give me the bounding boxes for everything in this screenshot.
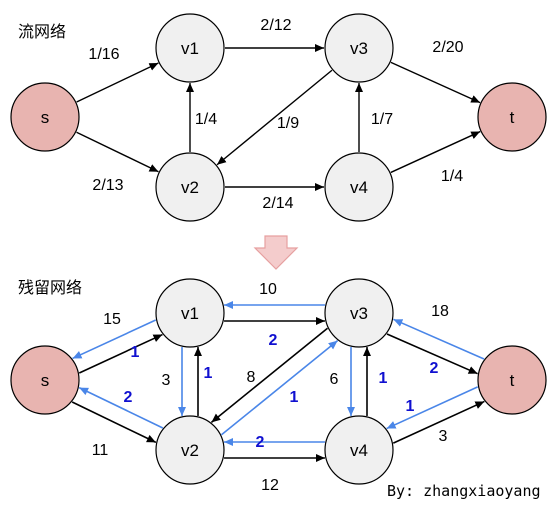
residual-edge-label-v3-v1: 2 bbox=[269, 332, 278, 349]
flow-node-s: s bbox=[10, 82, 80, 152]
flow-node-circle-v2 bbox=[155, 152, 225, 222]
residual-node-circle-v1 bbox=[155, 278, 225, 348]
residual-edge-label-s-v2: 11 bbox=[92, 442, 109, 459]
residual-edge-v4-t bbox=[392, 400, 485, 444]
flow-node-circle-t bbox=[477, 82, 547, 152]
residual-edge-v2-s bbox=[78, 386, 164, 429]
flow-node-circle-s bbox=[10, 82, 80, 152]
flow-node-v2: v2 bbox=[155, 152, 225, 222]
flow-node-t: t bbox=[477, 82, 547, 152]
author-credit: By: zhangxiaoyang bbox=[387, 482, 541, 500]
residual-network-nodes: s v1 v2 v3 v4 t bbox=[10, 278, 547, 485]
flow-node-label-t: t bbox=[510, 108, 515, 127]
residual-network-title: 残留网络 bbox=[18, 278, 82, 297]
residual-edge-label-v2-s: 2 bbox=[124, 389, 133, 406]
residual-node-circle-t bbox=[477, 345, 547, 415]
residual-edge-label-v1-v3: 10 bbox=[259, 281, 277, 298]
flow-edge-label-v2-v1: 1/4 bbox=[195, 111, 217, 128]
residual-edge-v2-v3 bbox=[220, 340, 339, 436]
flow-node-v4: v4 bbox=[324, 152, 394, 222]
residual-edge-label-v4-v3: 6 bbox=[330, 371, 339, 388]
flow-edge-label-v1-v3: 2/12 bbox=[260, 17, 291, 34]
residual-node-circle-v4 bbox=[324, 415, 394, 485]
residual-edge-label-t-v3: 2 bbox=[430, 360, 439, 377]
residual-edge-label-v4-t: 3 bbox=[439, 428, 448, 445]
residual-node-label-v2: v2 bbox=[181, 441, 199, 460]
residual-node-circle-s bbox=[10, 345, 80, 415]
flow-edge-label-v3-t: 2/20 bbox=[432, 39, 463, 56]
residual-edge-label-v1-v2: 1 bbox=[204, 365, 213, 382]
down-arrow-icon bbox=[253, 235, 299, 270]
residual-edge-label-v2-v1: 3 bbox=[162, 372, 171, 389]
residual-edge-t-v3 bbox=[393, 318, 485, 360]
residual-edge-label-t-v4: 1 bbox=[406, 398, 415, 415]
flow-node-label-v3: v3 bbox=[350, 39, 368, 58]
residual-edge-label-v3-v4: 1 bbox=[379, 370, 388, 387]
flow-edge-label-v2-v4: 2/14 bbox=[262, 195, 293, 212]
flow-node-label-v1: v1 bbox=[181, 39, 199, 58]
residual-edge-label-s-v1: 15 bbox=[103, 311, 121, 328]
residual-edge-v1-s bbox=[72, 319, 157, 360]
flow-edge-s-v1 bbox=[76, 62, 159, 103]
residual-node-label-s: s bbox=[41, 371, 50, 390]
flow-edge-label-v3-v2: 1/9 bbox=[277, 115, 299, 132]
flow-edge-label-s-v2: 2/13 bbox=[92, 177, 123, 194]
residual-node-label-v1: v1 bbox=[181, 304, 199, 323]
residual-edge-label-v3-t: 18 bbox=[431, 303, 449, 320]
residual-edge-s-v1 bbox=[78, 333, 163, 374]
residual-node-label-t: t bbox=[510, 371, 515, 390]
residual-edge-label-v1-s: 1 bbox=[131, 344, 140, 361]
residual-edge-t-v4 bbox=[386, 386, 479, 430]
flow-edge-label-v4-t: 1/4 bbox=[441, 168, 463, 185]
residual-edge-label-v2-v4: 12 bbox=[261, 477, 279, 494]
flow-network-edges: 1/16 2/13 2/12 1/4 1/9 2/14 1/7 2/20 1/4 bbox=[76, 17, 481, 212]
flow-node-label-v4: v4 bbox=[350, 178, 368, 197]
flow-edge-v3-t bbox=[390, 61, 481, 104]
residual-node-circle-v2 bbox=[155, 415, 225, 485]
flow-node-circle-v1 bbox=[155, 13, 225, 83]
residual-edge-s-v2 bbox=[71, 401, 157, 444]
flow-edge-label-v4-v3: 1/7 bbox=[371, 111, 393, 128]
flow-network-nodes: s v1 v2 v3 v4 t bbox=[10, 13, 547, 222]
flow-edge-v3-v2 bbox=[216, 69, 333, 166]
residual-node-v1: v1 bbox=[155, 278, 225, 348]
residual-node-v4: v4 bbox=[324, 415, 394, 485]
residual-edge-label-v2-v3: 1 bbox=[290, 389, 299, 406]
flow-node-circle-v4 bbox=[324, 152, 394, 222]
flow-edge-s-v2 bbox=[76, 131, 159, 173]
residual-node-v2: v2 bbox=[155, 415, 225, 485]
flow-node-label-s: s bbox=[41, 108, 50, 127]
residual-edge-label-v4-v2: 2 bbox=[256, 434, 265, 451]
residual-edge-v3-v2 bbox=[210, 327, 329, 423]
residual-edge-v3-t bbox=[386, 333, 478, 375]
residual-node-v3: v3 bbox=[324, 278, 394, 348]
flow-edge-label-s-v1: 1/16 bbox=[88, 46, 119, 63]
flow-node-v3: v3 bbox=[324, 13, 394, 83]
residual-node-s: s bbox=[10, 345, 80, 415]
flow-node-circle-v3 bbox=[324, 13, 394, 83]
residual-node-label-v3: v3 bbox=[350, 304, 368, 323]
residual-node-label-v4: v4 bbox=[350, 441, 368, 460]
residual-node-circle-v3 bbox=[324, 278, 394, 348]
residual-edge-label-v3-v2: 8 bbox=[247, 369, 256, 386]
flow-node-v1: v1 bbox=[155, 13, 225, 83]
flow-node-label-v2: v2 bbox=[181, 178, 199, 197]
flow-network-title: 流网络 bbox=[18, 22, 66, 41]
flow-edge-v4-t bbox=[390, 130, 481, 174]
residual-node-t: t bbox=[477, 345, 547, 415]
